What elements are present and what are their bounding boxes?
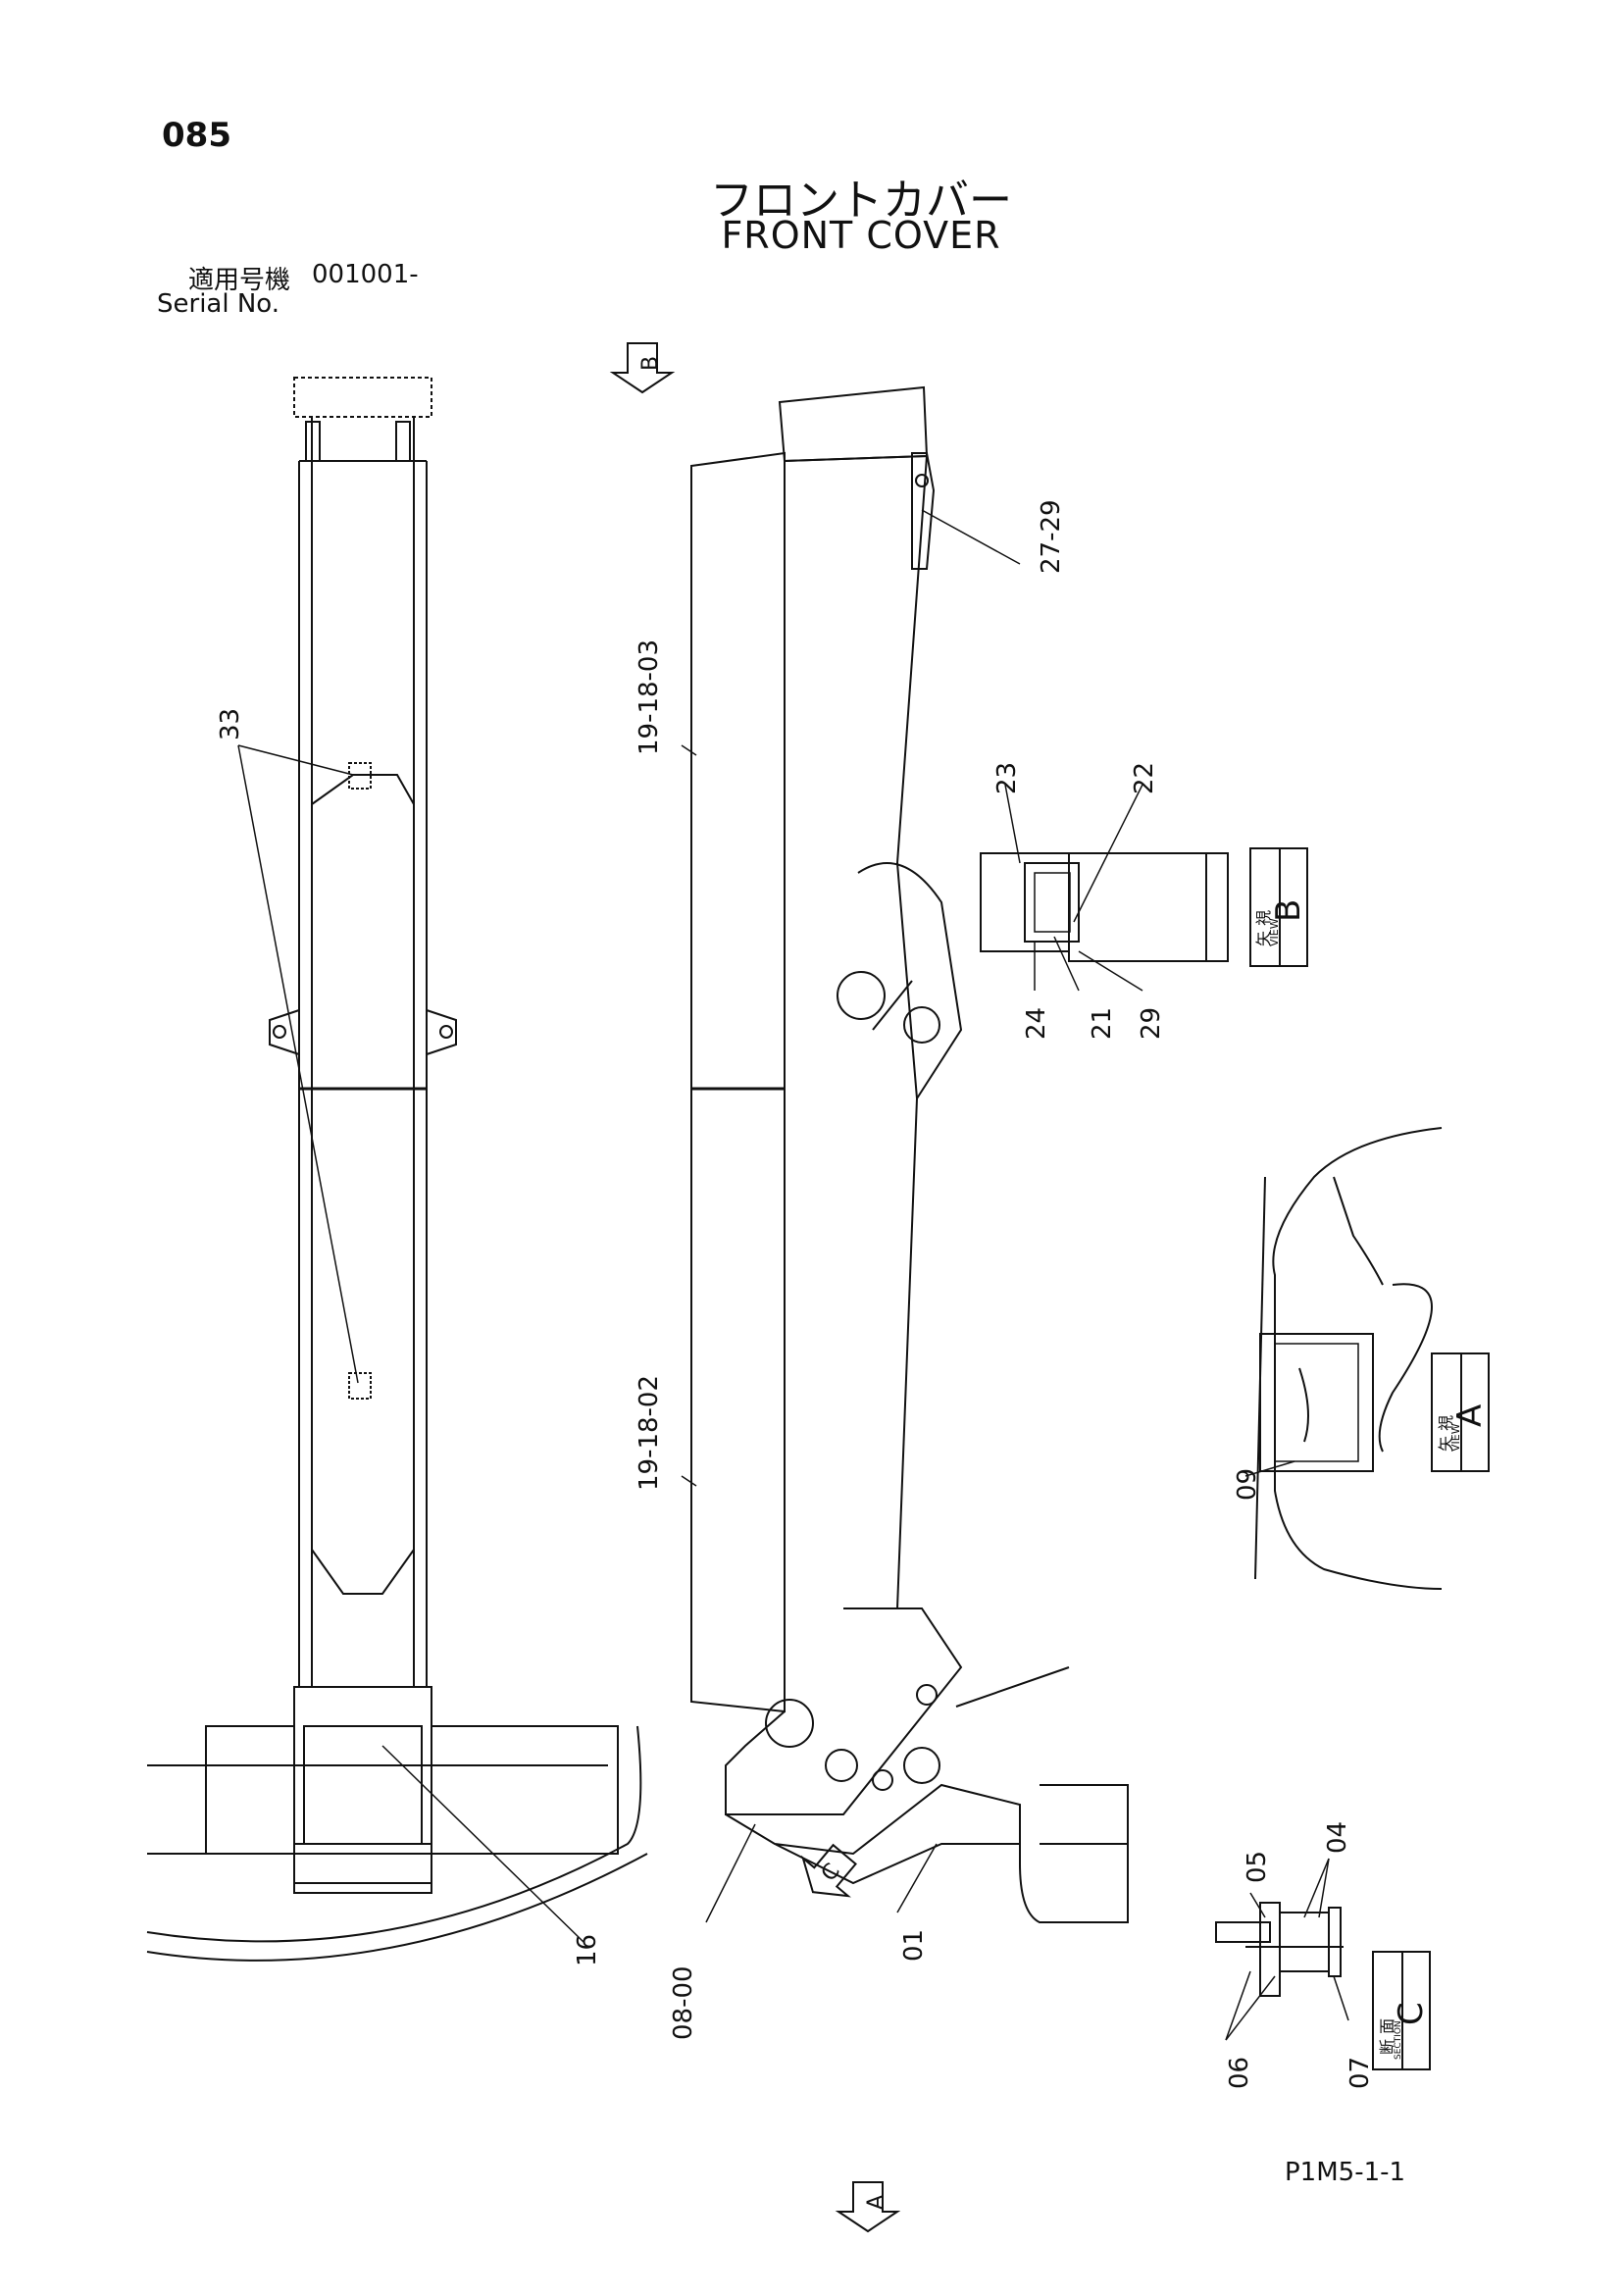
boom-side-view: [690, 385, 1129, 1923]
svg-text:VIEW: VIEW: [1449, 1423, 1462, 1452]
drawing-code: P1M5-1-1: [1285, 2158, 1406, 2187]
callout-07: 07: [1345, 2057, 1375, 2089]
view-b-detail: [980, 852, 1229, 962]
arrow-b-letter: B: [638, 356, 663, 371]
arrow-a-shape: [835, 2181, 901, 2233]
callout-27-29: 27-29: [1037, 499, 1066, 574]
view-b-label: B 矢 視 VIEW: [1254, 899, 1308, 946]
svg-text:SECTION: SECTION: [1394, 2020, 1403, 2060]
arrow-c-shape: [800, 1843, 857, 1898]
svg-text:断 面: 断 面: [1378, 2018, 1396, 2055]
callout-19-18-03: 19-18-03: [634, 639, 664, 755]
callout-16: 16: [573, 1934, 602, 1966]
svg-text:B: B: [1269, 899, 1308, 922]
callout-04: 04: [1323, 1821, 1352, 1854]
callout-numbers: 33 19-18-03 19-18-02 27-29 23 22 24 21 2…: [216, 499, 1375, 2089]
svg-text:A: A: [1450, 1404, 1490, 1427]
callout-21: 21: [1088, 1007, 1117, 1040]
arrow-b-shape: [609, 342, 676, 394]
serial-value: 001001-: [312, 260, 419, 289]
callout-29: 29: [1137, 1007, 1166, 1040]
svg-text:C: C: [1392, 2002, 1431, 2025]
title-english: FRONT COVER: [721, 214, 1001, 257]
view-a-label: A 矢 視 VIEW: [1437, 1404, 1490, 1452]
callout-23: 23: [992, 762, 1022, 794]
callout-22: 22: [1130, 762, 1159, 794]
serial-label-english: Serial No.: [157, 289, 279, 319]
callout-24: 24: [1022, 1007, 1051, 1040]
svg-text:矢 視: 矢 視: [1437, 1415, 1455, 1452]
svg-text:矢 視: 矢 視: [1254, 910, 1273, 946]
callout-leaders: [237, 509, 1349, 2041]
callout-05: 05: [1243, 1851, 1272, 1883]
page-number: 085: [162, 116, 231, 155]
section-c-detail: [1215, 1902, 1344, 1997]
arrow-a-letter: A: [864, 2195, 888, 2210]
callout-09: 09: [1233, 1468, 1262, 1501]
callout-01: 01: [899, 1929, 929, 1962]
callout-06: 06: [1225, 2057, 1254, 2089]
callout-19-18-02: 19-18-02: [634, 1375, 664, 1491]
title-japanese: フロントカバー: [710, 176, 1012, 226]
boom-top-view: [146, 377, 648, 1962]
view-a-detail: [1254, 1127, 1443, 1590]
svg-text:VIEW: VIEW: [1268, 918, 1281, 946]
section-c-label: C 断 面 SECTION: [1378, 2002, 1431, 2060]
callout-08-00: 08-00: [669, 1965, 698, 2040]
callout-33: 33: [216, 708, 245, 740]
serial-label-japanese: 適用号機: [188, 266, 291, 295]
